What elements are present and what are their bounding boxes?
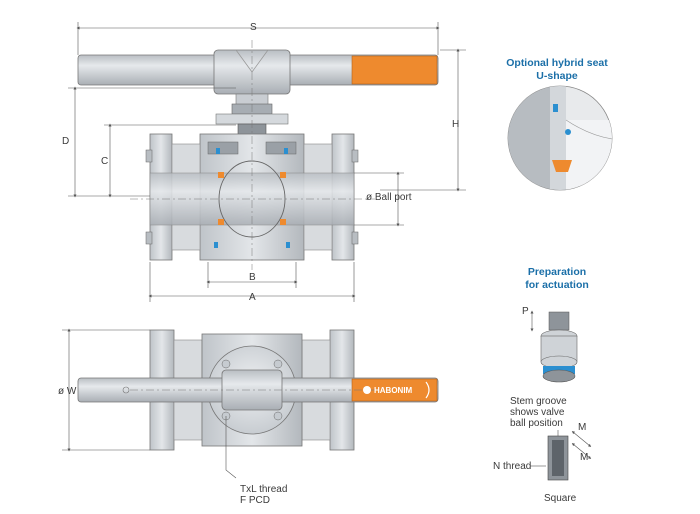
dim-c: C	[101, 156, 108, 167]
square-stem	[547, 435, 569, 481]
dim-b: B	[249, 272, 256, 283]
flange-bolts	[145, 149, 359, 245]
dim-ball-port: ø Ball port	[366, 192, 412, 203]
actuation-stem	[540, 311, 578, 383]
seat-orange-1	[218, 172, 224, 178]
hybrid-seat-detail	[507, 85, 613, 191]
front-view	[77, 40, 439, 270]
dim-w: ø W	[58, 386, 77, 397]
dim-a: A	[249, 292, 256, 303]
actuation-title-1: Preparation	[528, 266, 586, 278]
dim-p: P	[522, 306, 529, 317]
actuation-title-2: for actuation	[525, 279, 589, 291]
habonim-logo-icon	[363, 386, 371, 394]
dim-h: H	[452, 119, 459, 130]
thread-note-2: F PCD	[240, 495, 270, 506]
thread-note-1: TxL thread	[240, 484, 287, 495]
dim-d: D	[62, 136, 69, 147]
square-note: Square	[544, 493, 577, 504]
dim-s: S	[250, 22, 257, 33]
dim-m-1: M	[578, 422, 586, 433]
top-view: HABONIM	[77, 329, 439, 451]
hybrid-title-1: Optional hybrid seat	[506, 57, 608, 69]
handle-grip-orange	[351, 55, 438, 85]
stem-note-1: Stem groove	[510, 396, 567, 407]
hybrid-seat-orange	[552, 160, 572, 172]
stem-note-3: ball position	[510, 418, 563, 429]
brand-name: HABONIM	[374, 386, 413, 395]
stem-note-2: shows valve	[510, 407, 565, 418]
hybrid-seal-blue	[553, 104, 558, 112]
front-dimensions	[68, 22, 466, 302]
dim-m-2: M	[580, 452, 588, 463]
bottom-handle-grip	[351, 378, 438, 402]
bottom-dimensions	[62, 328, 237, 479]
seal-blue	[216, 148, 220, 154]
hybrid-title-2: U-shape	[536, 70, 578, 82]
n-thread-note: N thread	[493, 461, 531, 472]
